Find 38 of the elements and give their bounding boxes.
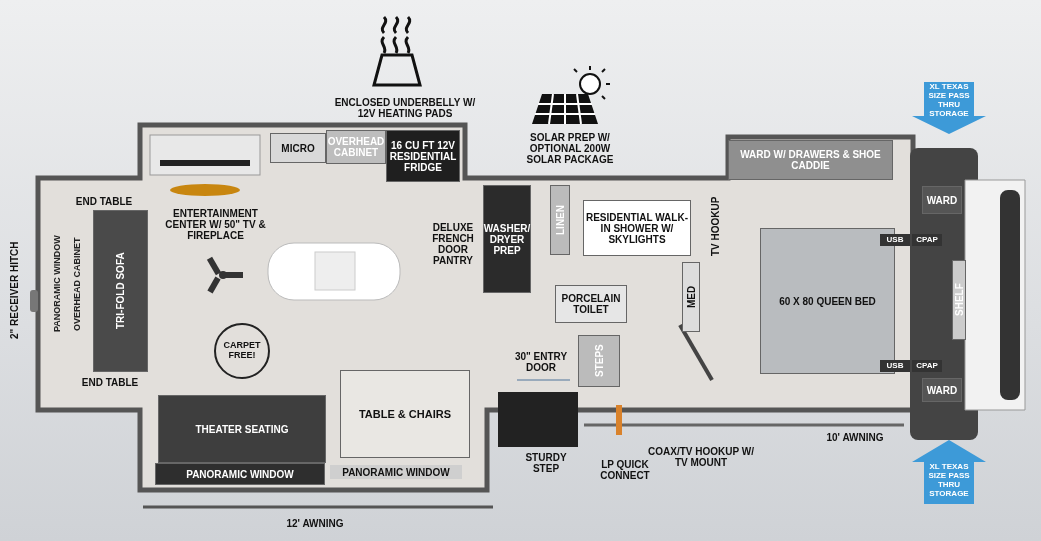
- wardrobe: WARD: [922, 378, 962, 402]
- callout-text: END TABLE: [74, 194, 134, 208]
- callout-text: 10' AWNING: [825, 430, 885, 444]
- overhead-cabinet: OVERHEAD CABINET: [326, 130, 386, 164]
- microwave: MICRO: [270, 133, 326, 163]
- storage-arrow: XL TEXAS SIZE PASS THRU STORAGE: [912, 440, 986, 504]
- wardrobe: WARD: [922, 186, 962, 214]
- callout-text: PANORAMIC WINDOW: [51, 234, 64, 335]
- callout-text: TV HOOKUP: [708, 195, 722, 258]
- callout-text: USB: [880, 234, 910, 246]
- shower: RESIDENTIAL WALK-IN SHOWER W/ SKYLIGHTS: [583, 200, 691, 256]
- callout-text: 12' AWNING: [285, 516, 345, 530]
- refrigerator: 16 CU FT 12V RESIDENTIAL FRIDGE: [386, 130, 460, 182]
- sofa: TRI-FOLD SOFA: [93, 210, 148, 372]
- carpet-free-badge: CARPET FREE!: [214, 323, 270, 379]
- callout-text: PANORAMIC WINDOW: [330, 465, 462, 479]
- callout-text: ENTERTAINMENT CENTER W/ 50" TV & FIREPLACE: [164, 206, 267, 243]
- theater-seating: THEATER SEATING: [158, 395, 326, 463]
- callout-text: 30" ENTRY DOOR: [513, 350, 569, 375]
- callout-text: STURDY STEP: [524, 451, 568, 476]
- toilet: PORCELAIN TOILET: [555, 285, 627, 323]
- callout-text: ENCLOSED UNDERBELLY W/ 12V HEATING PADS: [333, 96, 477, 120]
- callout-text: LP QUICK CONNECT: [599, 458, 651, 483]
- washer-dryer-cabinet: WASHER/ DRYER PREP: [483, 185, 531, 293]
- entry-steps: STEPS: [578, 335, 620, 387]
- window: PANORAMIC WINDOW: [155, 463, 325, 485]
- callout-text: CPAP: [912, 234, 942, 246]
- callout-text: USB: [880, 360, 910, 372]
- callout-text: 2" RECEIVER HITCH: [7, 240, 21, 341]
- linen-closet: LINEN: [550, 185, 570, 255]
- dining-table: TABLE & CHAIRS: [340, 370, 470, 458]
- storage-arrow: XL TEXAS SIZE PASS THRU STORAGE: [912, 82, 986, 134]
- callout-text: SOLAR PREP W/ OPTIONAL 200W SOLAR PACKAGE: [525, 130, 615, 166]
- callout-text: DELUXE FRENCH DOOR PANTRY: [431, 221, 475, 268]
- callout-text: CPAP: [912, 360, 942, 372]
- wardrobe: WARD W/ DRAWERS & SHOE CADDIE: [728, 140, 893, 180]
- callout-text: END TABLE: [80, 375, 140, 389]
- medicine-cabinet: MED: [682, 262, 700, 332]
